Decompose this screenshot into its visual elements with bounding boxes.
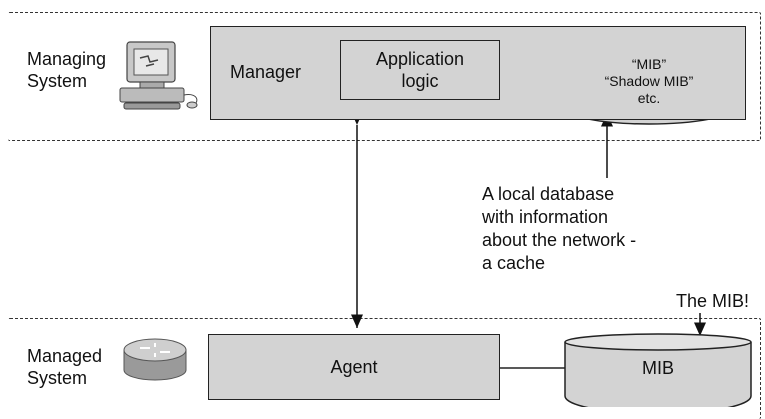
managing-system-region xyxy=(8,12,761,141)
managed-system-label: Managed System xyxy=(27,345,102,389)
db-line3: etc. xyxy=(637,90,661,106)
managing-label-line2: System xyxy=(27,71,88,91)
annotation-line2: with information xyxy=(482,207,609,227)
managing-system-label: Managing System xyxy=(27,48,106,92)
agent-label: Agent xyxy=(330,356,378,377)
app-logic-line2: logic xyxy=(401,71,439,91)
agent-box: Agent xyxy=(208,334,500,400)
db-line2: “Shadow MIB” xyxy=(604,73,694,89)
annotation-line3: about the network - xyxy=(482,230,637,250)
managed-system-region xyxy=(8,318,761,419)
mib-label: MIB xyxy=(641,358,674,378)
application-logic-box: Application logic xyxy=(340,40,500,100)
mib-database-icon xyxy=(564,333,752,407)
managed-label-line1: Managed xyxy=(27,346,103,366)
managing-label-line1: Managing xyxy=(27,49,107,69)
cache-annotation: A local database with information about … xyxy=(482,183,636,275)
mib-note: The MIB! xyxy=(676,291,750,311)
manager-label: Manager xyxy=(230,62,302,82)
annotation-line1: A local database xyxy=(482,184,615,204)
workstation-icon xyxy=(119,41,198,110)
managed-label-line2: System xyxy=(27,368,88,388)
router-icon xyxy=(123,338,187,381)
db-line1: “MIB” xyxy=(631,56,667,72)
app-logic-line1: Application xyxy=(375,49,465,69)
shadow-mib-text: “MIB” “Shadow MIB” etc. xyxy=(565,56,733,107)
annotation-line4: a cache xyxy=(482,253,546,273)
